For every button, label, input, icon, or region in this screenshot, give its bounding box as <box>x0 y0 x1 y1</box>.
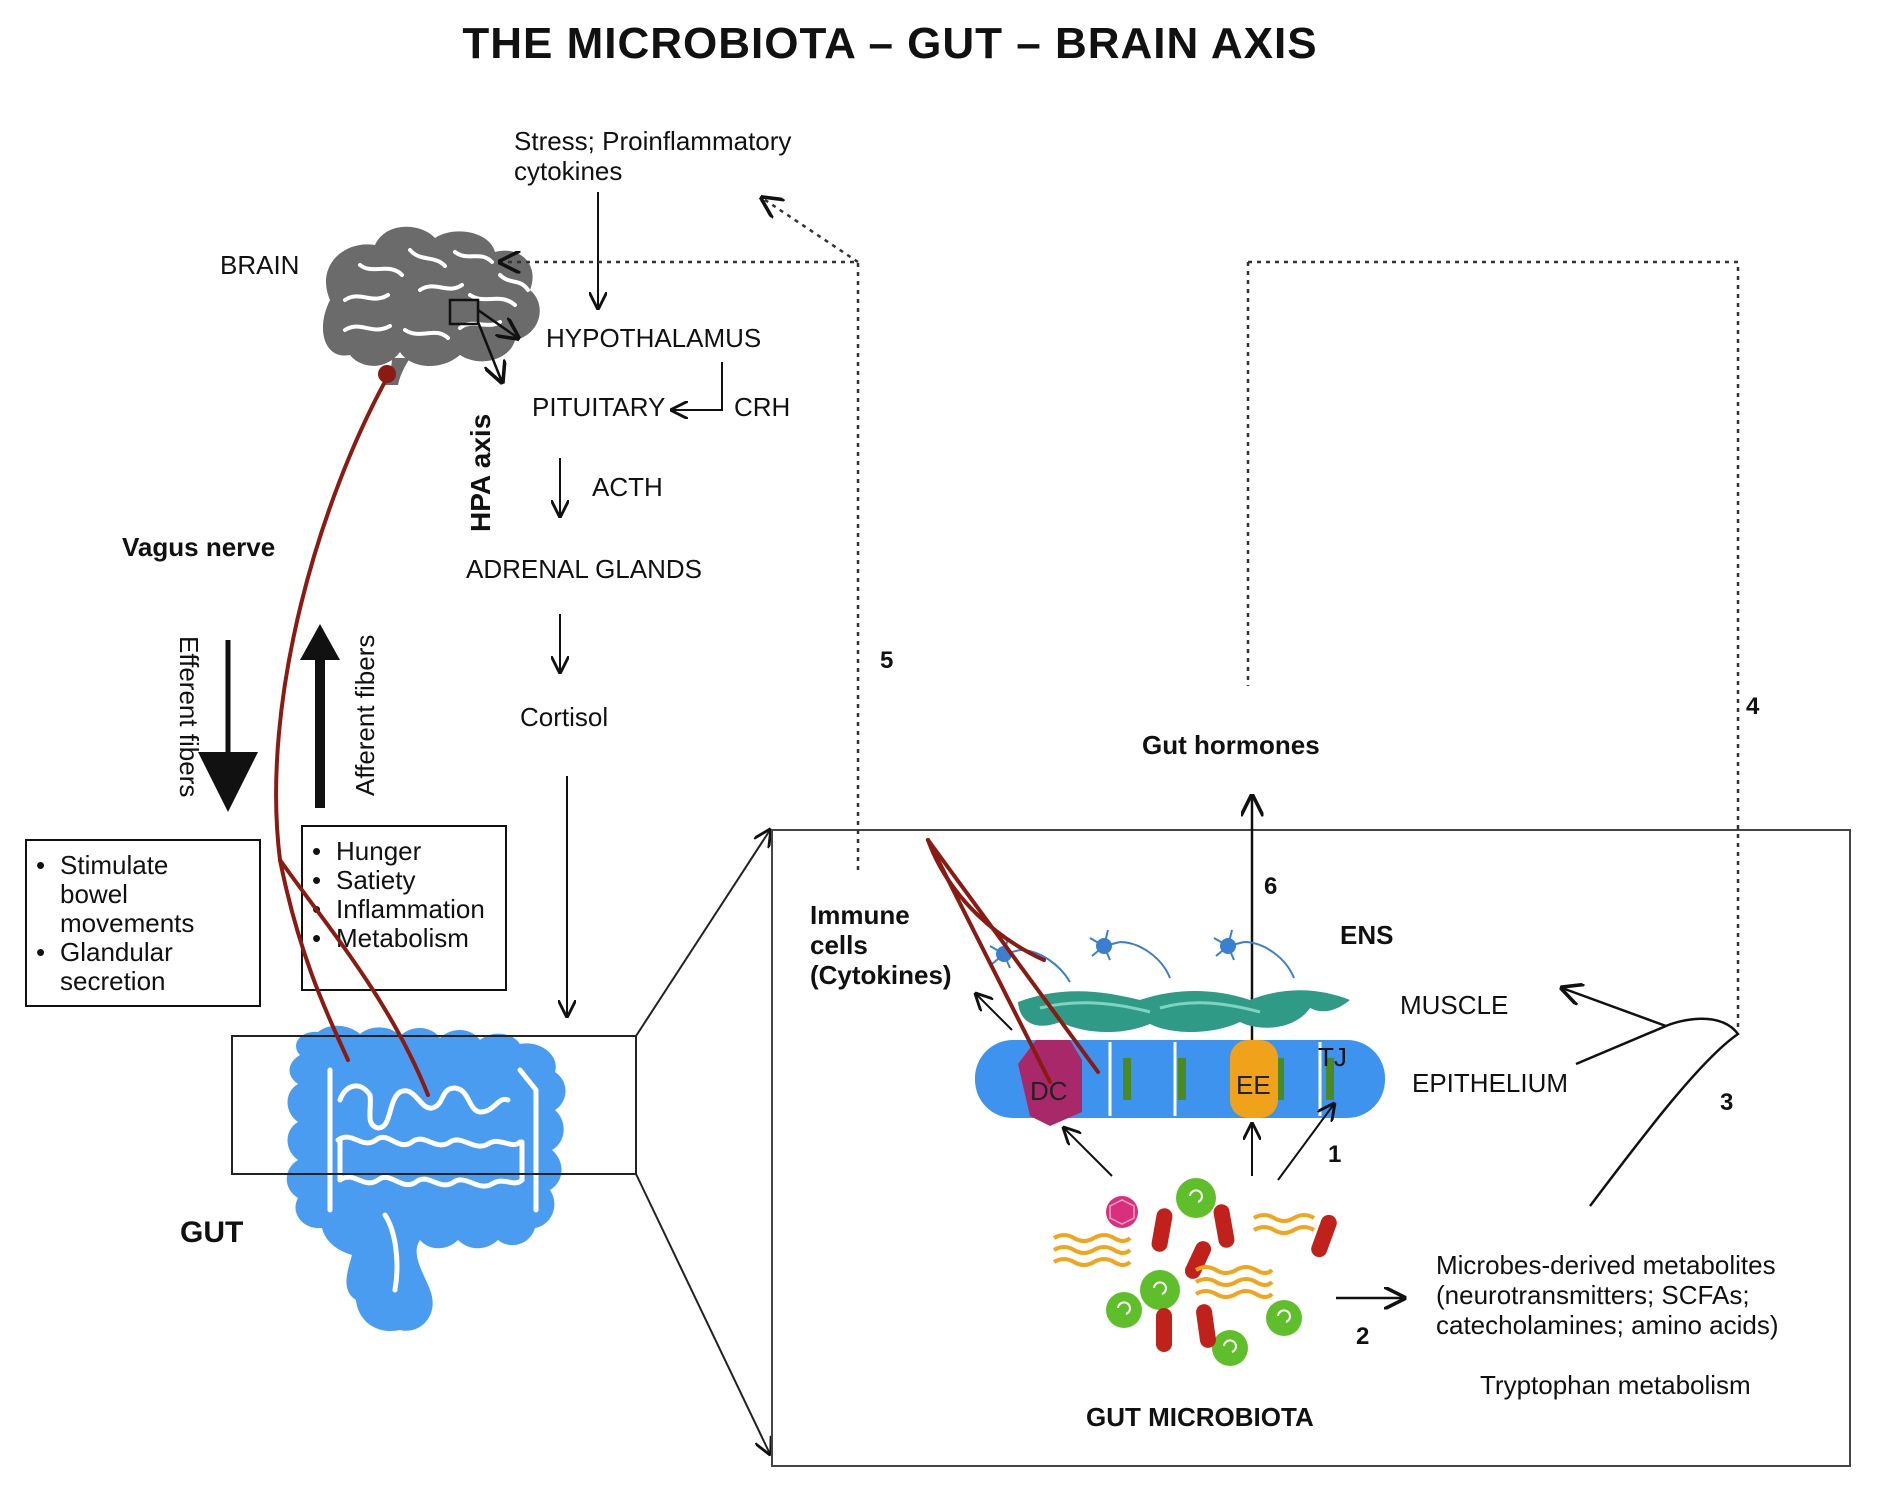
pathway-number-3: 3 <box>1720 1089 1733 1116</box>
gut-zoom-region <box>231 1035 637 1175</box>
vagus-nerve-terminals <box>926 838 1100 1084</box>
afferent-effects-box <box>301 825 507 991</box>
gut-hormones-label: Gut hormones <box>1142 730 1320 760</box>
gut-microbiota-label: GUT MICROBIOTA <box>1086 1402 1314 1432</box>
zoom-panel <box>771 829 1851 1467</box>
gut-icon <box>286 1025 566 1331</box>
efferent-effects-box <box>25 839 261 1007</box>
epithelium-label: EPITHELIUM <box>1412 1068 1568 1098</box>
ens-label: ENS <box>1340 920 1393 950</box>
pathway-number-6: 6 <box>1264 873 1277 900</box>
efferent-effect-item: secretion <box>60 966 166 996</box>
gut-microbiota-cluster <box>1052 1178 1337 1366</box>
stress-label-line1: Stress; Proinflammatory <box>514 126 791 156</box>
efferent-effect-item: Stimulate <box>60 850 168 880</box>
pathway-number-4: 4 <box>1746 693 1760 720</box>
afferent-effects-list: • Hunger • Satiety • Inflammation • Meta… <box>312 836 485 953</box>
tj-label: TJ <box>1318 1042 1347 1072</box>
stress-label-line2: cytokines <box>514 156 622 186</box>
afferent-effect-item: Metabolism <box>336 923 469 953</box>
bullet: • <box>36 937 45 967</box>
microbe-red-rods <box>1151 1204 1337 1352</box>
microbiota-to-epithelium-arrow <box>1277 1104 1334 1181</box>
efferent-effects-list: • Stimulate bowel movements • Glandular … <box>36 850 194 996</box>
efferent-effect-item: Glandular <box>60 937 173 967</box>
brain-label: BRAIN <box>220 250 299 280</box>
hypothalamus-label: HYPOTHALAMUS <box>546 323 761 353</box>
immune-cells-label-line3: (Cytokines) <box>810 960 952 990</box>
afferent-effect-item: Inflammation <box>336 894 485 924</box>
diagram-title: THE MICROBIOTA – GUT – BRAIN AXIS <box>462 19 1317 68</box>
signal-pathways <box>500 198 1740 1030</box>
metabolites-label-line1: Microbes-derived metabolites <box>1436 1250 1776 1280</box>
ee-label: EE <box>1236 1070 1271 1100</box>
tight-junctions <box>1123 1058 1334 1100</box>
afferent-effect-item: Satiety <box>336 865 416 895</box>
vagus-nerve-fiber <box>274 376 430 1097</box>
pathway-3-to-muscle-arrow <box>1562 988 1667 1028</box>
pathway-3-curve <box>1589 1017 1740 1207</box>
bullet: • <box>312 923 321 953</box>
afferent-fibers-label: Afferent fibers <box>350 635 380 796</box>
adrenal-glands-label: ADRENAL GLANDS <box>466 554 702 584</box>
microbe-cocci-icon <box>1106 1196 1138 1228</box>
bullet: • <box>36 850 45 880</box>
neuron-icon <box>1089 929 1171 979</box>
pathway-number-5: 5 <box>880 647 893 674</box>
immune-cells-label-line2: cells <box>810 930 868 960</box>
zoom-line-top <box>635 830 770 1037</box>
brain-to-hypothalamus-arrow <box>477 308 518 338</box>
afferent-effect-item: Hunger <box>336 836 422 866</box>
crh-arrow <box>672 362 723 410</box>
microbiota-to-dc-arrow <box>1064 1128 1113 1177</box>
microbe-orange-filaments <box>1052 1213 1316 1299</box>
dc-to-immune-arrow <box>976 994 1013 1031</box>
vagus-nerve-label: Vagus nerve <box>122 532 275 562</box>
bullet: • <box>312 865 321 895</box>
tryptophan-label: Tryptophan metabolism <box>1480 1370 1751 1400</box>
pathway-4-line <box>1248 260 1740 1030</box>
cortisol-label: Cortisol <box>520 702 608 732</box>
pathway-number-1: 1 <box>1328 1141 1341 1168</box>
crh-label: CRH <box>734 392 790 422</box>
afferent-fibers-arrow <box>300 624 340 660</box>
gut-label: GUT <box>180 1216 243 1249</box>
zoom-line-bottom <box>635 1173 770 1454</box>
efferent-effect-item: movements <box>60 908 194 938</box>
efferent-fibers-label: Efferent fibers <box>174 636 204 797</box>
hpa-axis-label: HPA axis <box>465 414 496 532</box>
brain-icon <box>322 226 540 385</box>
metabolites-label-line2: (neurotransmitters; SCFAs; <box>1436 1280 1750 1310</box>
metabolites-label-line3: catecholamines; amino acids) <box>1436 1310 1779 1340</box>
pathway-5-line <box>500 262 860 870</box>
microbe-green-spirals <box>1117 1189 1291 1353</box>
pathway-number-2: 2 <box>1356 1323 1369 1350</box>
immune-cells-label-line1: Immune <box>810 900 910 930</box>
pathway-3-to-epithelium <box>1575 1024 1667 1066</box>
bullet: • <box>312 836 321 866</box>
brain-to-pituitary-arrow <box>476 321 502 382</box>
enteroendocrine-cell <box>1230 1040 1278 1118</box>
acth-label: ACTH <box>592 472 663 502</box>
muscle-layer <box>1018 990 1350 1033</box>
microbe-green-icons <box>1106 1178 1302 1366</box>
pituitary-label: PITUITARY <box>532 392 665 422</box>
pathway-5-to-stress-line <box>762 198 859 264</box>
efferent-effect-item: bowel <box>60 879 128 909</box>
neuron-icon <box>1213 929 1295 979</box>
muscle-label: MUSCLE <box>1400 990 1508 1020</box>
